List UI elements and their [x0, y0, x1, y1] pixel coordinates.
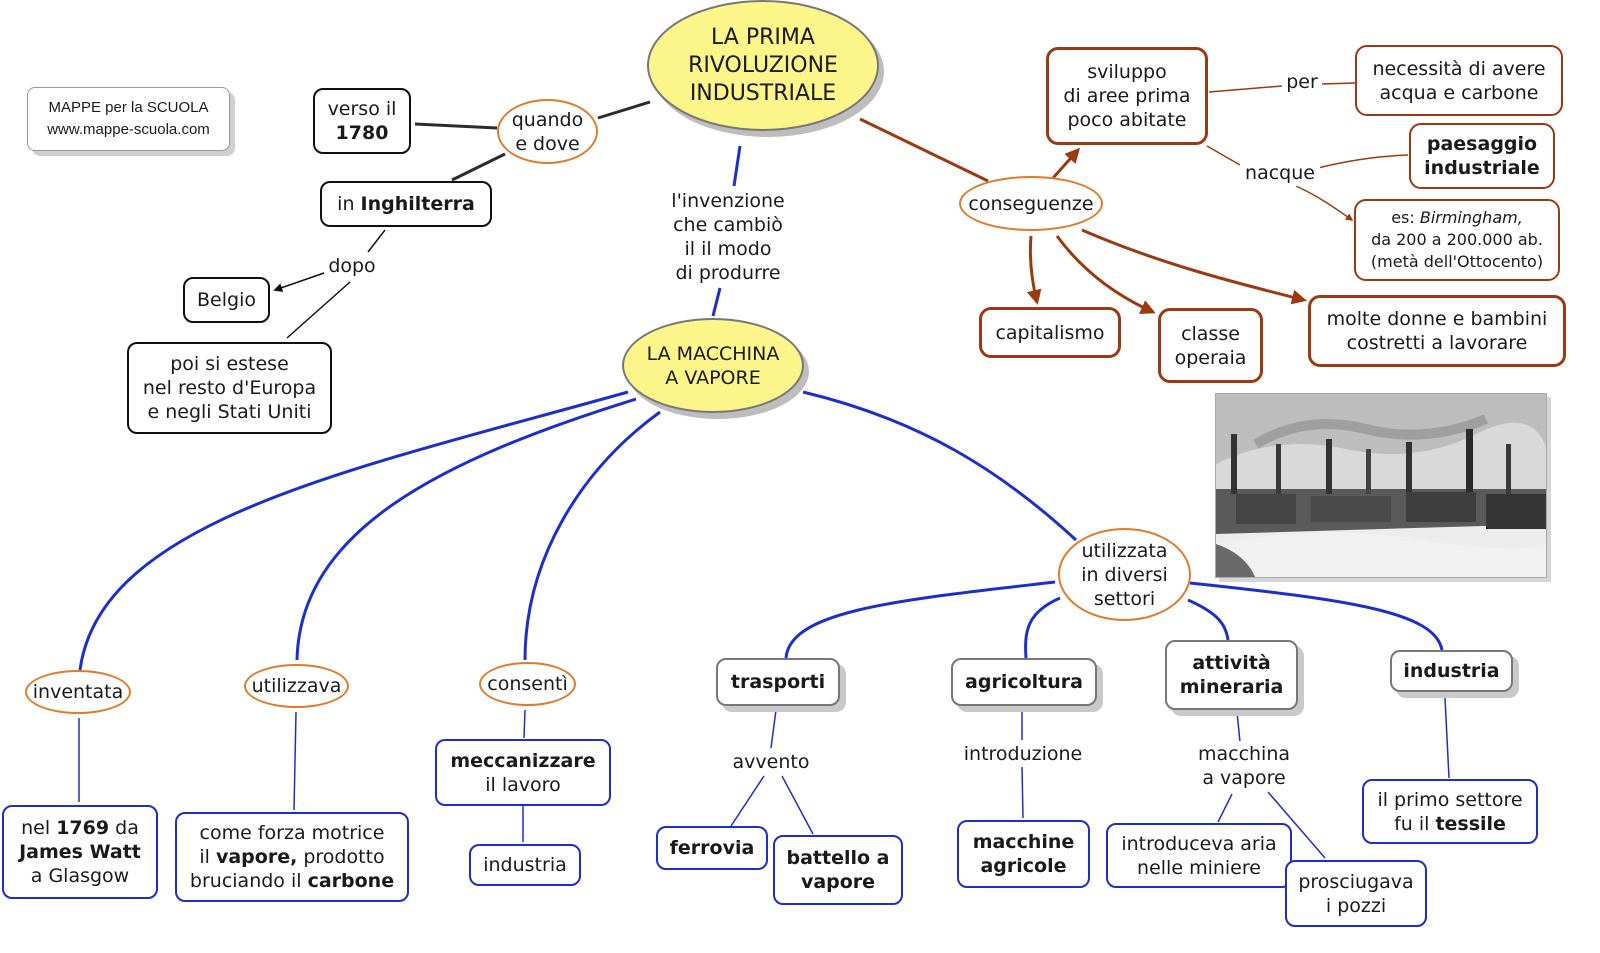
link-title-conseguenze [859, 117, 989, 183]
link-sviluppo-per [1208, 85, 1283, 93]
label-dopo: dopo [324, 253, 380, 279]
link-attivita-macchina [1236, 711, 1241, 743]
node-belgio: Belgio [183, 277, 270, 323]
node-necessita: necessità di avere acqua e carbone [1355, 45, 1563, 116]
link-conseguenze-capitalismo [1026, 235, 1042, 305]
link-consenti-meccanizzare [523, 709, 526, 739]
link-macchina-prosciugava [1267, 791, 1326, 859]
label-introduzione: introduzione [957, 741, 1089, 767]
link-invenzione-macchina [711, 287, 722, 317]
node-battello-a-vapore: battello a vapore [773, 835, 903, 905]
link-quando-inghilterra [451, 152, 506, 182]
node-utilizzava: utilizzava [244, 664, 349, 708]
link-title-invenzione [732, 145, 742, 187]
node-classe-operaia: classe operaia [1158, 308, 1263, 383]
node-inventata: inventata [25, 670, 131, 714]
node-molte-donne: molte donne e bambini costretti a lavora… [1308, 295, 1566, 367]
label-macchina-a-vapore: macchina a vapore [1189, 741, 1299, 791]
node-attivita-mineraria: attività mineraria [1165, 640, 1298, 710]
node-es-birmingham: es: Birmingham, da 200 a 200.000 ab. (me… [1354, 199, 1560, 281]
link-title-quando [597, 100, 651, 120]
link-utilizzata-agricoltura [1024, 596, 1061, 659]
mappe-scuola-logo[interactable]: MAPPE per la SCUOLA www.mappe-scuola.com [27, 87, 230, 151]
link-nacque-paesaggio [1317, 154, 1409, 169]
node-utilizzata: utilizzata in diversi settori [1058, 528, 1191, 621]
link-utilizzata-trasporti [784, 580, 1056, 659]
node-introduceva-aria: introduceva aria nelle miniere [1106, 823, 1292, 888]
link-utilizzava-forza [293, 711, 297, 811]
link-sviluppo-nacque [1206, 145, 1241, 166]
label-avvento: avvento [726, 749, 816, 775]
node-macchine-agricole: macchine agricole [957, 820, 1090, 888]
inghilterra-text: in Inghilterra [337, 193, 475, 215]
link-dopo-poi [286, 281, 351, 339]
link-inghilterra-dopo [367, 229, 386, 253]
link-trasporti-avvento [770, 709, 777, 749]
node-conseguenze: conseguenze [959, 176, 1103, 231]
link-utilizzata-industria [1189, 581, 1444, 651]
node-quando-e-dove: quando e dove [497, 99, 598, 164]
node-sviluppo: sviluppo di aree prima poco abitate [1046, 47, 1208, 145]
link-per-necessita [1321, 82, 1356, 85]
node-meccanizzare: meccanizzare il lavoro [435, 739, 611, 806]
node-industria-small: industria [469, 844, 581, 886]
node-industria: industria [1390, 650, 1513, 692]
link-dopo-belgio [273, 271, 328, 292]
link-macchina-utilizzata [802, 390, 1078, 542]
node-prosciugava: prosciugava i pozzi [1285, 860, 1427, 927]
label-nacque: nacque [1240, 160, 1320, 186]
node-title: LA PRIMA RIVOLUZIONE INDUSTRIALE [647, 0, 879, 131]
link-conseguenze-molte [1081, 228, 1307, 305]
link-macchina-inventata [78, 390, 629, 671]
logo-url: www.mappe-scuola.com [47, 121, 210, 138]
node-consenti: consentì [479, 662, 576, 706]
link-macchina-consenti [523, 410, 661, 661]
node-james-watt: nel 1769 da James Watt a Glasgow [2, 805, 158, 899]
node-trasporti: trasporti [716, 658, 840, 706]
link-avvento-ferrovia [730, 775, 765, 827]
logo-title: MAPPE per la SCUOLA [48, 99, 209, 116]
link-macchina-introduceva [1217, 793, 1233, 823]
node-paesaggio-industriale: paesaggio industriale [1409, 123, 1555, 189]
label-per: per [1282, 69, 1322, 95]
link-conseguenze-sviluppo [1051, 147, 1080, 179]
node-forza-motrice: come forza motrice il vapore, prodotto b… [175, 812, 409, 902]
link-conseguenze-classe [1055, 235, 1156, 314]
es-text: es: Birmingham, da 200 a 200.000 ab. (me… [1370, 208, 1544, 271]
node-in-inghilterra: in Inghilterra [320, 181, 492, 227]
primo-text: il primo settore fu il tessile [1377, 788, 1523, 835]
engraving-image [1216, 394, 1546, 577]
node-capitalismo: capitalismo [979, 307, 1121, 358]
meccanizzare-text: meccanizzare il lavoro [450, 749, 596, 796]
link-macchina-utilizzava [295, 397, 637, 661]
forza-text: come forza motrice il vapore, prodotto b… [189, 822, 395, 892]
node-primo-settore: il primo settore fu il tessile [1362, 779, 1538, 844]
link-quando-verso [414, 122, 498, 130]
link-avvento-battello [781, 775, 814, 835]
link-introduzione-macchine [1021, 765, 1024, 819]
node-agricoltura: agricoltura [951, 658, 1097, 706]
node-ferrovia: ferrovia [656, 826, 768, 870]
node-macchina-a-vapore: LA MACCHINA A VAPORE [622, 318, 804, 413]
industrial-town-engraving [1215, 393, 1547, 578]
link-nacque-es [1295, 185, 1354, 221]
watt-text: nel 1769 da James Watt a Glasgow [19, 817, 141, 887]
link-industria-primo [1444, 697, 1450, 779]
node-poi-si-estese: poi si estese nel resto d'Europa e negli… [127, 342, 332, 434]
label-invenzione: l'invenzione che cambiò il il modo di pr… [664, 188, 792, 286]
link-utilizzata-attivita [1187, 598, 1230, 641]
